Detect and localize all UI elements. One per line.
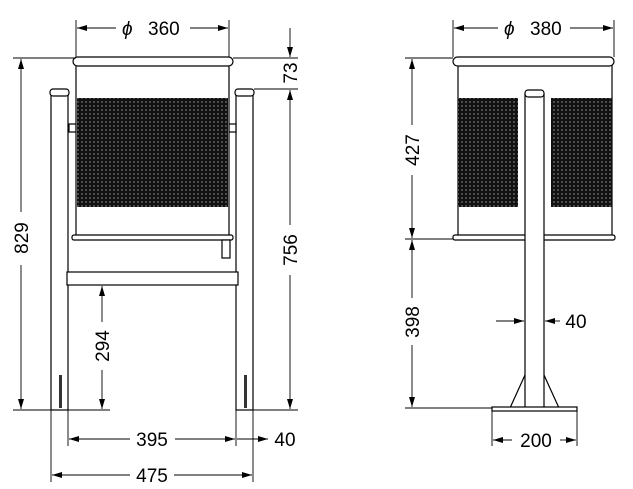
bin-rim — [452, 56, 615, 67]
dim-diameter-360: 360 — [148, 19, 180, 40]
left-anchor-bolt — [59, 375, 62, 408]
base-gussets — [509, 374, 560, 409]
dim-bin-height-427: 427 — [403, 134, 424, 166]
post-cap — [524, 89, 545, 98]
left-pivot — [68, 123, 77, 133]
right-post-cap — [234, 88, 255, 97]
bin-mesh-left — [458, 98, 518, 207]
bin-mesh — [77, 98, 228, 207]
dim-inner-width-395: 395 — [136, 430, 168, 451]
side-view: ϕ 380 427 398 40 200 — [403, 19, 616, 452]
bin-latch — [221, 239, 231, 259]
left-post-cap — [49, 88, 70, 97]
right-anchor-bolt — [244, 375, 247, 408]
bin-rim — [72, 56, 234, 67]
dim-overall-height-829: 829 — [12, 222, 33, 254]
dim-post-width-40: 40 — [565, 312, 586, 333]
left-post — [50, 91, 69, 411]
bin-mesh-right — [551, 98, 612, 207]
diameter-symbol: ϕ — [504, 19, 515, 40]
post — [524, 93, 545, 409]
base-plate — [491, 406, 578, 412]
right-pivot — [228, 123, 237, 133]
dim-base-width-200: 200 — [520, 431, 552, 452]
front-view: ϕ 360 829 73 756 294 395 40 475 — [12, 19, 302, 487]
dim-post-height-756: 756 — [281, 234, 302, 266]
dim-overall-width-475: 475 — [136, 466, 168, 487]
dim-clearance-398: 398 — [403, 306, 424, 338]
dim-clearance-294: 294 — [93, 330, 114, 362]
cross-bar — [66, 271, 239, 286]
dim-rim-to-post-73: 73 — [281, 62, 302, 83]
diameter-symbol: ϕ — [122, 19, 133, 40]
bin-bottom-flange — [71, 234, 234, 241]
dim-post-width-40: 40 — [274, 430, 295, 451]
right-post — [235, 91, 254, 411]
dim-diameter-380: 380 — [530, 19, 562, 40]
